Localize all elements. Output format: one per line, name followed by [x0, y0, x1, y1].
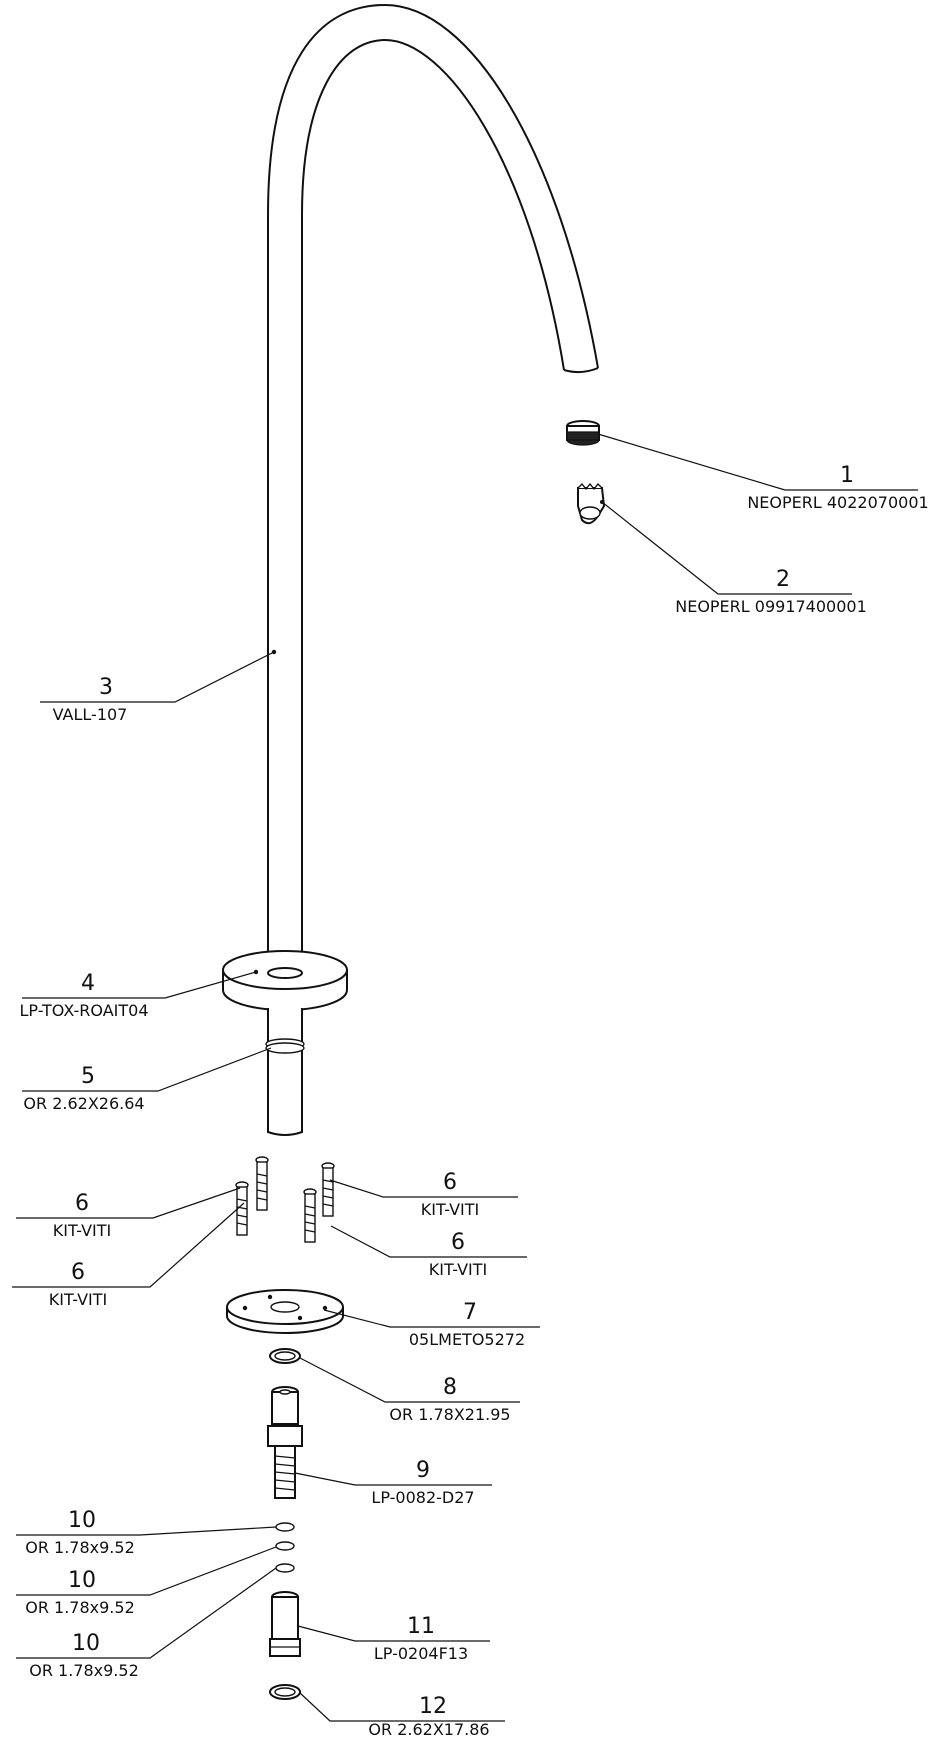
- aerator: [566, 420, 600, 446]
- callout-10b-code: OR 1.78x9.52: [25, 1598, 135, 1617]
- callout-8-number: 8: [443, 1375, 457, 1400]
- callout-6d-number: 6: [71, 1260, 85, 1285]
- callout-7-code: 05LMETO5272: [409, 1330, 525, 1349]
- connector: [267, 1386, 303, 1499]
- callout-1-number: 1: [840, 463, 854, 488]
- callout-labels: 1 NEOPERL 4022070001 2 NEOPERL 099174000…: [19, 463, 928, 1739]
- callout-3-code: VALL-107: [53, 705, 128, 724]
- aerator-holder: [577, 482, 606, 525]
- callout-4-code: LP-TOX-ROAIT04: [19, 1001, 148, 1020]
- o-ring-8: [269, 1348, 301, 1364]
- callout-10c-code: OR 1.78x9.52: [29, 1661, 139, 1680]
- adapter: [269, 1591, 301, 1657]
- callout-4-number: 4: [81, 971, 95, 996]
- small-o-rings: [275, 1522, 295, 1573]
- callout-6d-code: KIT-VITI: [49, 1290, 108, 1309]
- callout-12-number: 12: [419, 1694, 447, 1719]
- callout-6b-code: KIT-VITI: [429, 1260, 488, 1279]
- callout-10c-number: 10: [72, 1631, 100, 1656]
- screw-anchor-set: [235, 1156, 335, 1243]
- mounting-plate: [226, 1289, 344, 1334]
- callout-10a-code: OR 1.78x9.52: [25, 1538, 135, 1557]
- callout-5-code: OR 2.62X26.64: [23, 1094, 144, 1113]
- callout-6b-number: 6: [451, 1230, 465, 1255]
- callout-8-code: OR 1.78X21.95: [389, 1405, 510, 1424]
- callout-6c-number: 6: [75, 1191, 89, 1216]
- callout-6a-number: 6: [443, 1170, 457, 1195]
- callout-6a-code: KIT-VITI: [421, 1200, 480, 1219]
- callout-3-number: 3: [99, 675, 113, 700]
- callout-11-code: LP-0204F13: [374, 1644, 468, 1663]
- callout-10b-number: 10: [68, 1568, 96, 1593]
- callout-10a-number: 10: [68, 1508, 96, 1533]
- spout-tube: [267, 3, 599, 980]
- callout-2-code: NEOPERL 09917400001: [675, 597, 867, 616]
- shank: [265, 1008, 305, 1136]
- leader-lines: [12, 433, 918, 1722]
- callout-9-number: 9: [416, 1458, 430, 1483]
- callout-7-number: 7: [463, 1300, 477, 1325]
- callout-9-code: LP-0082-D27: [371, 1488, 474, 1507]
- callout-5-number: 5: [81, 1064, 95, 1089]
- callout-6c-code: KIT-VITI: [53, 1221, 112, 1240]
- base-flange: [222, 950, 348, 1011]
- o-ring-12: [269, 1684, 301, 1700]
- callout-12-code: OR 2.62X17.86: [368, 1720, 489, 1739]
- callout-2-number: 2: [776, 567, 790, 592]
- callout-1-code: NEOPERL 4022070001: [747, 493, 928, 512]
- callout-11-number: 11: [407, 1614, 435, 1639]
